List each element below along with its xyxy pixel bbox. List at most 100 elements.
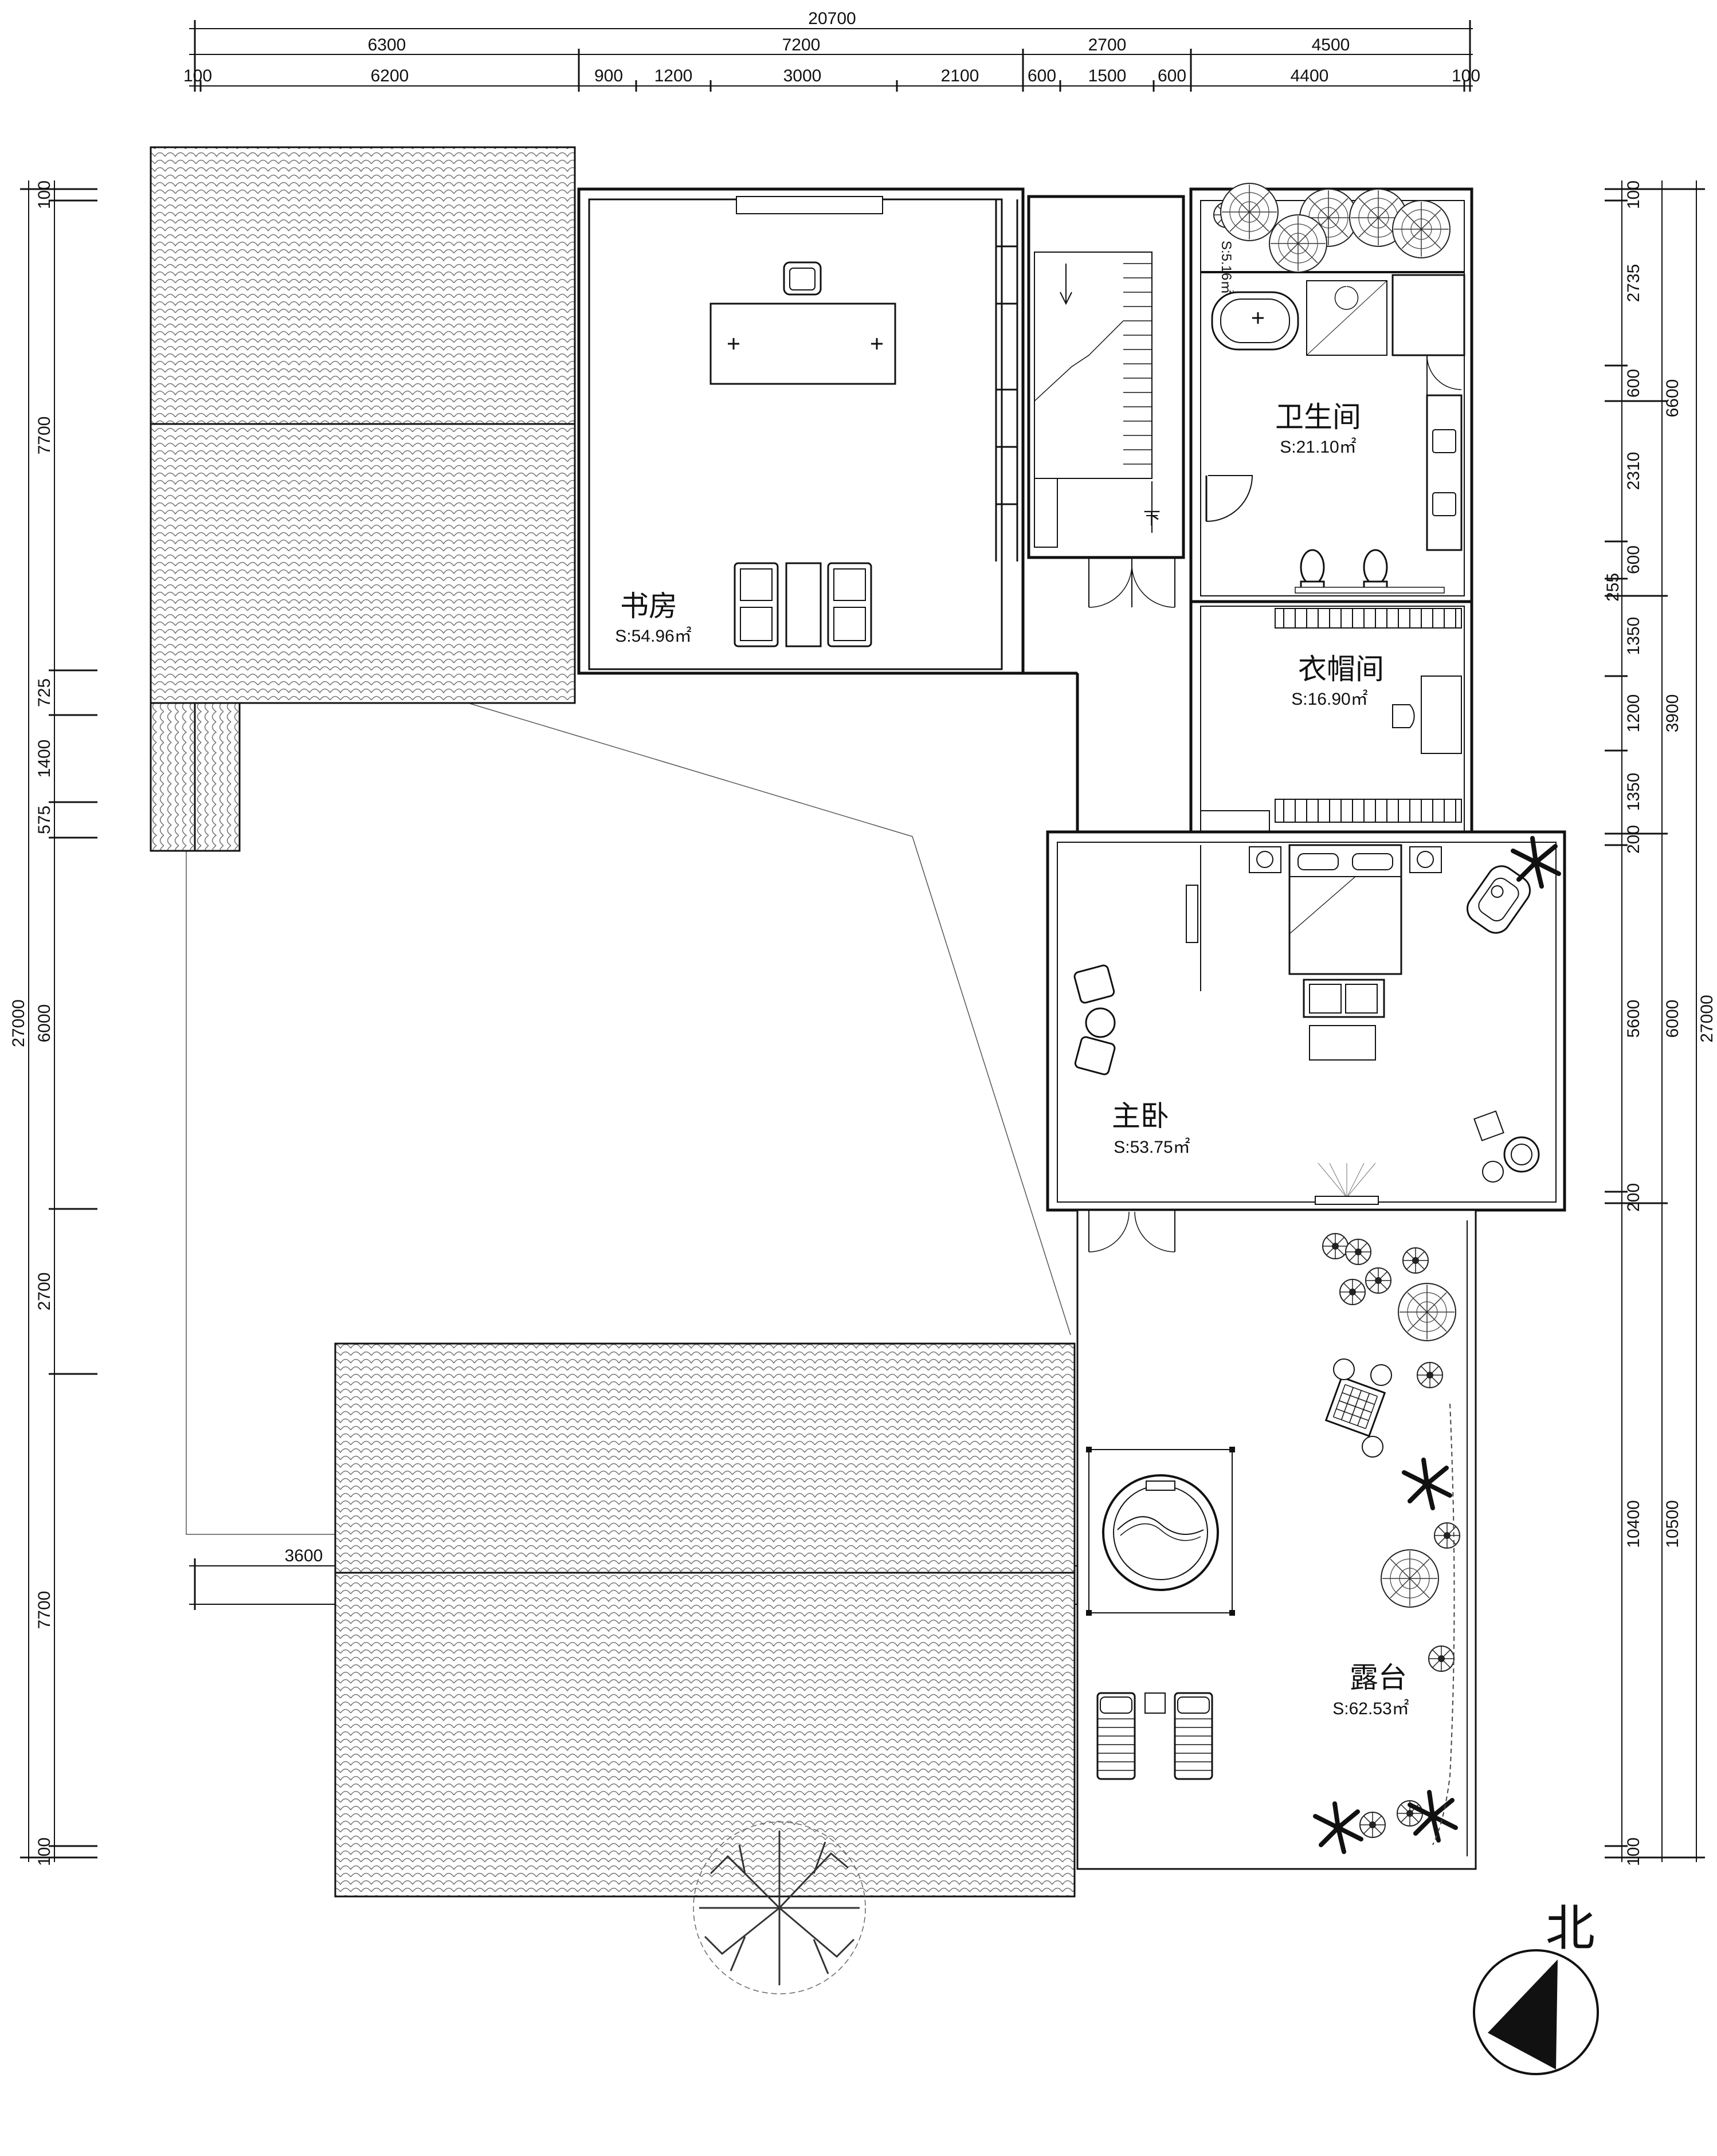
closet: 衣帽间 S:16.90㎡ bbox=[1189, 600, 1473, 839]
terrace-area: S:62.53㎡ bbox=[1332, 1699, 1409, 1718]
dim-right-4: 2310 bbox=[1624, 452, 1643, 490]
dim-right-3: 600 bbox=[1624, 369, 1643, 398]
dim-right2-3: 6000 bbox=[1663, 1000, 1682, 1038]
terrace: 露台 S:62.53㎡ bbox=[1076, 1209, 1477, 1870]
dim-top2-1: 100 bbox=[183, 66, 212, 85]
hot-tub-icon bbox=[1086, 1447, 1235, 1616]
plant-icon bbox=[1345, 1239, 1371, 1265]
chair-icon bbox=[1503, 1136, 1540, 1173]
dim-right2-2: 3900 bbox=[1663, 694, 1682, 733]
dim-top2-11: 100 bbox=[1452, 66, 1480, 85]
dim-top2-6: 2100 bbox=[941, 66, 979, 85]
plant-icon bbox=[1339, 1279, 1366, 1305]
bathroom: S:5.16㎡ bbox=[1189, 183, 1473, 603]
study-room-area: S:54.96㎡ bbox=[615, 627, 691, 646]
tree-icon bbox=[1398, 1283, 1456, 1341]
study-room: 书房 S:54.96㎡ bbox=[577, 187, 1025, 675]
dim-top2-8: 1500 bbox=[1088, 66, 1127, 85]
lounge-chair-icon bbox=[1096, 1692, 1136, 1780]
dim-right-1: 100 bbox=[1624, 180, 1643, 209]
dim-left-4: 1400 bbox=[35, 740, 54, 778]
sink-icon bbox=[1426, 394, 1463, 551]
dim-top2-3: 900 bbox=[594, 66, 623, 85]
left-dimensions: 27000 100 7700 725 1400 575 6000 2700 77… bbox=[9, 180, 97, 1866]
terrace-name: 露台 bbox=[1350, 1661, 1407, 1694]
dim-right-8: 1200 bbox=[1624, 694, 1643, 733]
dim-right-11: 5600 bbox=[1624, 1000, 1643, 1038]
dim-left-7: 2700 bbox=[35, 1273, 54, 1311]
roof-left bbox=[150, 146, 576, 852]
right-dimensions: 100 2735 600 2310 600 255 1350 1200 1350… bbox=[1604, 180, 1716, 1866]
dim-left-8: 7700 bbox=[35, 1591, 54, 1629]
dim-left-9: 100 bbox=[35, 1837, 54, 1866]
chair-icon bbox=[783, 261, 822, 296]
dim-right-2: 2735 bbox=[1624, 264, 1643, 303]
dim-top-1: 6300 bbox=[368, 36, 406, 54]
plant-icon bbox=[1322, 1233, 1348, 1259]
dim-bottom-1: 3600 bbox=[285, 1546, 323, 1565]
dim-left-3: 725 bbox=[35, 678, 54, 707]
small-balcony-area-label: S:5.16㎡ bbox=[1218, 241, 1234, 294]
study-window-top bbox=[736, 196, 883, 214]
dim-top2-4: 1200 bbox=[654, 66, 693, 85]
dim-left-total: 27000 bbox=[9, 999, 28, 1047]
dim-left-6: 6000 bbox=[35, 1004, 54, 1043]
lounge-chair-icon bbox=[1174, 1692, 1213, 1780]
bathtub-icon bbox=[1211, 291, 1299, 351]
plant-icon bbox=[1402, 1247, 1429, 1274]
door-swing-icon bbox=[1088, 559, 1175, 608]
dim-left-5: 575 bbox=[35, 806, 54, 834]
bed-icon bbox=[1249, 844, 1442, 975]
lounge-chair-icon bbox=[1467, 865, 1531, 934]
dim-top-4: 4500 bbox=[1312, 36, 1350, 54]
tree-icon bbox=[1220, 183, 1279, 241]
dim-right-13: 10400 bbox=[1624, 1500, 1643, 1548]
desk-icon bbox=[709, 303, 896, 385]
dim-right-6: 255 bbox=[1604, 573, 1622, 602]
dim-top2-9: 600 bbox=[1158, 66, 1186, 85]
north-arrow-icon: 北 bbox=[1473, 1900, 1599, 2075]
master-bedroom-area: S:53.75㎡ bbox=[1114, 1138, 1190, 1157]
chair-icon bbox=[1074, 1036, 1116, 1075]
dim-top-total: 20700 bbox=[808, 9, 856, 28]
chair-icon bbox=[1073, 964, 1115, 1004]
dim-right-9: 1350 bbox=[1624, 773, 1643, 811]
sofa-icon bbox=[1303, 979, 1385, 1018]
plant-icon bbox=[1365, 1267, 1391, 1294]
dim-top-2: 7200 bbox=[782, 36, 821, 54]
stair: 下 bbox=[1027, 195, 1185, 608]
study-room-name: 书房 bbox=[620, 590, 677, 623]
svg-text:S:5.16㎡: S:5.16㎡ bbox=[1218, 241, 1234, 294]
tree-icon bbox=[1392, 200, 1451, 258]
study-windows bbox=[995, 199, 1018, 561]
dim-right-5: 600 bbox=[1624, 545, 1643, 574]
dim-right-total: 27000 bbox=[1698, 995, 1716, 1042]
dim-right-10: 200 bbox=[1624, 825, 1643, 854]
dim-top-3: 2700 bbox=[1088, 36, 1127, 54]
plant-icon bbox=[1434, 1522, 1460, 1549]
tree-icon bbox=[1269, 214, 1327, 273]
dim-top2-5: 3000 bbox=[783, 66, 822, 85]
tree-icon bbox=[693, 1821, 866, 1994]
master-bedroom-name: 主卧 bbox=[1112, 1099, 1169, 1133]
dim-top2-10: 4400 bbox=[1291, 66, 1329, 85]
roof-bottom bbox=[334, 1342, 1076, 1898]
dim-right-7: 1350 bbox=[1624, 617, 1643, 655]
dim-right-12: 200 bbox=[1624, 1183, 1643, 1212]
dim-right-14: 100 bbox=[1624, 1837, 1643, 1866]
dim-right2-1: 6600 bbox=[1663, 379, 1682, 418]
closet-area: S:16.90㎡ bbox=[1291, 690, 1367, 709]
toilet-icon bbox=[1363, 549, 1388, 591]
dim-left-1: 100 bbox=[35, 180, 54, 209]
closet-name: 衣帽间 bbox=[1298, 653, 1384, 686]
bathroom-name: 卫生间 bbox=[1275, 400, 1361, 434]
dim-right2-4: 10500 bbox=[1663, 1500, 1682, 1548]
toilet-icon bbox=[1300, 549, 1325, 591]
north-label: 北 bbox=[1546, 1900, 1595, 1957]
bathroom-area: S:21.10㎡ bbox=[1280, 438, 1356, 457]
top-dimensions: 20700 6300 7200 2700 4500 100 6200 900 1… bbox=[183, 9, 1480, 92]
vanity-icon bbox=[1421, 676, 1462, 754]
master-bedroom: 主卧 S:53.75㎡ bbox=[1046, 830, 1566, 1212]
stair-label: 下 bbox=[1143, 509, 1161, 528]
